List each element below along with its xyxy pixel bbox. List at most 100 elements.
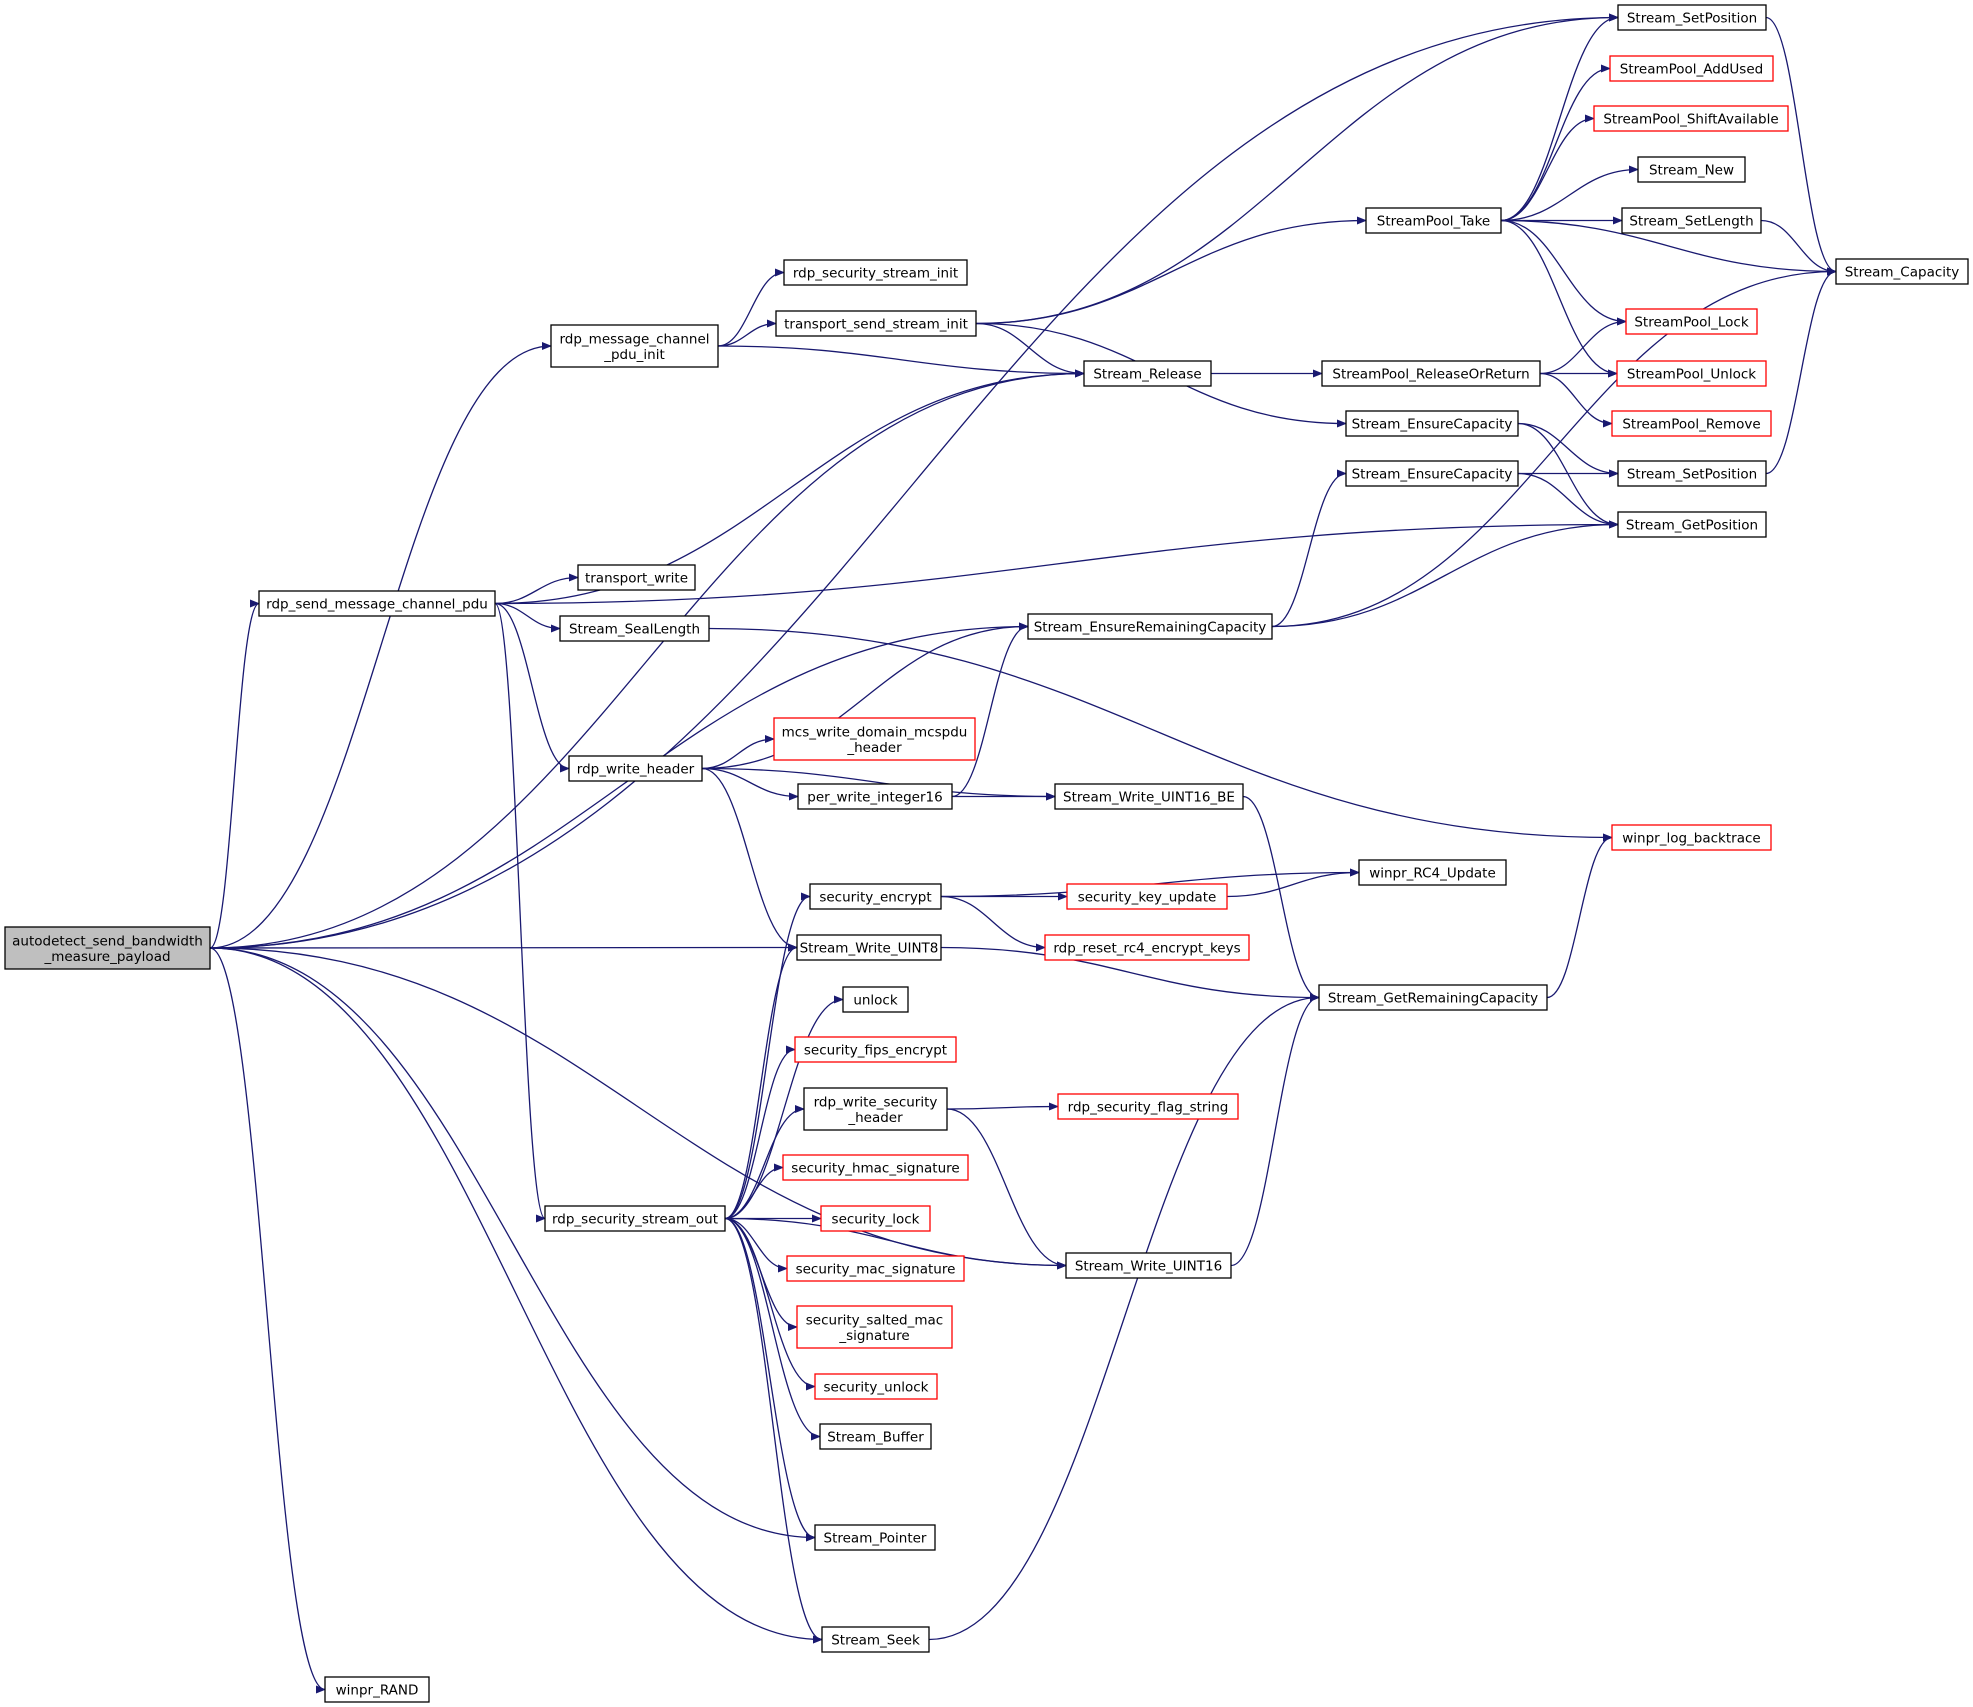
node-label: Stream_Write_UINT8 <box>800 941 939 957</box>
node-mcs_write_domain_mcspdu_header[interactable]: mcs_write_domain_mcspdu_header <box>773 717 976 761</box>
edge-Stream_SetLength-to-Stream_Capacity <box>1760 219 1837 276</box>
edge-StreamPool_Take-to-StreamPool_Unlock <box>1500 219 1618 378</box>
node-Stream_Pointer[interactable]: Stream_Pointer <box>814 1524 936 1551</box>
node-security_hmac_signature[interactable]: security_hmac_signature <box>782 1154 969 1181</box>
node-Stream_EnsureCapacity_b[interactable]: Stream_EnsureCapacity <box>1345 460 1519 487</box>
node-Stream_SetPosition_top[interactable]: Stream_SetPosition <box>1617 4 1767 31</box>
node-Stream_SealLength[interactable]: Stream_SealLength <box>559 615 710 642</box>
node-per_write_integer16[interactable]: per_write_integer16 <box>797 783 953 810</box>
node-box <box>1044 934 1250 961</box>
node-StreamPool_Take[interactable]: StreamPool_Take <box>1365 207 1502 234</box>
node-label-line: Stream_Seek <box>831 1633 920 1649</box>
node-box <box>803 1087 948 1131</box>
node-rdp_security_flag_string[interactable]: rdp_security_flag_string <box>1057 1093 1239 1120</box>
node-winpr_RC4_Update[interactable]: winpr_RC4_Update <box>1358 859 1507 886</box>
node-StreamPool_Unlock[interactable]: StreamPool_Unlock <box>1616 360 1767 387</box>
node-Stream_EnsureCapacity_a[interactable]: Stream_EnsureCapacity <box>1345 410 1519 437</box>
node-winpr_log_backtrace[interactable]: winpr_log_backtrace <box>1611 824 1772 851</box>
edge-root-to-Stream_EnsureRemainingCapacity <box>209 622 1029 949</box>
edge-rdp_send_message_channel_pdu-to-Stream_Release <box>494 369 1085 605</box>
node-StreamPool_AddUsed[interactable]: StreamPool_AddUsed <box>1609 55 1774 82</box>
node-StreamPool_ShiftAvailable[interactable]: StreamPool_ShiftAvailable <box>1593 105 1789 132</box>
edge-StreamPool_ReleaseOrReturn-to-StreamPool_Lock <box>1539 317 1627 375</box>
node-box <box>1593 105 1789 132</box>
node-label: security_lock <box>832 1212 920 1228</box>
node-label-line: Stream_SetLength <box>1629 214 1753 230</box>
edge-root-to-winpr_RAND <box>209 947 326 1694</box>
node-StreamPool_Remove[interactable]: StreamPool_Remove <box>1611 410 1772 437</box>
node-winpr_RAND[interactable]: winpr_RAND <box>324 1676 430 1703</box>
node-label-line: Stream_EnsureCapacity <box>1352 417 1513 433</box>
node-label-line: rdp_message_channel <box>559 331 709 347</box>
node-box <box>796 1305 953 1349</box>
node-Stream_SetLength[interactable]: Stream_SetLength <box>1621 207 1762 234</box>
edge-security_key_update-to-winpr_RC4_Update <box>1226 868 1360 898</box>
node-Stream_Release[interactable]: Stream_Release <box>1083 360 1212 387</box>
node-security_salted_mac_signature[interactable]: security_salted_mac_signature <box>796 1305 953 1349</box>
node-label-line: winpr_log_backtrace <box>1622 831 1760 847</box>
node-label-line: rdp_security_flag_string <box>1068 1100 1229 1116</box>
node-label: rdp_security_stream_init <box>793 266 958 282</box>
node-label-line: per_write_integer16 <box>807 790 942 806</box>
node-label: transport_send_stream_init <box>784 317 968 333</box>
edge-root-to-rdp_message_channel_pdu_init <box>209 342 552 949</box>
node-box <box>544 1205 726 1232</box>
node-label-line: security_mac_signature <box>796 1262 956 1278</box>
node-rdp_write_header[interactable]: rdp_write_header <box>568 755 703 782</box>
node-security_mac_signature[interactable]: security_mac_signature <box>786 1255 965 1282</box>
node-Stream_Seek[interactable]: Stream_Seek <box>821 1626 930 1653</box>
edge-rdp_write_security_header-to-Stream_Write_UINT16 <box>946 1108 1067 1270</box>
node-rdp_reset_rc4_encrypt_keys[interactable]: rdp_reset_rc4_encrypt_keys <box>1044 934 1250 961</box>
node-box <box>1345 410 1519 437</box>
node-box <box>1611 410 1772 437</box>
edge-rdp_security_stream_out-to-security_fips_encrypt <box>724 1045 796 1220</box>
edge-rdp_send_message_channel_pdu-to-transport_write <box>494 573 579 605</box>
node-Stream_GetPosition[interactable]: Stream_GetPosition <box>1617 511 1767 538</box>
node-label: Stream_Write_UINT16_BE <box>1063 790 1235 806</box>
node-Stream_GetRemainingCapacity[interactable]: Stream_GetRemainingCapacity <box>1318 984 1548 1011</box>
edge-StreamPool_Take-to-StreamPool_ShiftAvailable <box>1500 114 1595 222</box>
node-Stream_Write_UINT8[interactable]: Stream_Write_UINT8 <box>796 934 942 961</box>
node-StreamPool_ReleaseOrReturn[interactable]: StreamPool_ReleaseOrReturn <box>1321 360 1541 387</box>
node-rdp_message_channel_pdu_init[interactable]: rdp_message_channel_pdu_init <box>550 324 719 368</box>
node-StreamPool_Lock[interactable]: StreamPool_Lock <box>1625 308 1758 335</box>
node-security_lock[interactable]: security_lock <box>820 1205 931 1232</box>
node-Stream_Write_UINT16_BE[interactable]: Stream_Write_UINT16_BE <box>1054 783 1244 810</box>
node-Stream_New[interactable]: Stream_New <box>1637 156 1746 183</box>
node-label-line: security_lock <box>832 1212 920 1228</box>
node-root[interactable]: autodetect_send_bandwidth_measure_payloa… <box>4 926 211 970</box>
node-Stream_Capacity[interactable]: Stream_Capacity <box>1835 258 1969 285</box>
node-label-line: autodetect_send_bandwidth <box>12 933 203 949</box>
node-label-line: StreamPool_Take <box>1377 214 1490 230</box>
node-label: Stream_Buffer <box>827 1430 924 1446</box>
node-security_encrypt[interactable]: security_encrypt <box>809 883 942 910</box>
node-Stream_SetPosition_mid[interactable]: Stream_SetPosition <box>1617 460 1767 487</box>
edge-transport_send_stream_init-to-Stream_SetPosition_top <box>975 13 1619 325</box>
node-box <box>814 1524 936 1551</box>
node-rdp_security_stream_init[interactable]: rdp_security_stream_init <box>783 259 968 286</box>
node-security_key_update[interactable]: security_key_update <box>1066 883 1228 910</box>
node-rdp_send_message_channel_pdu[interactable]: rdp_send_message_channel_pdu <box>258 590 496 617</box>
node-Stream_Buffer[interactable]: Stream_Buffer <box>819 1423 932 1450</box>
node-box <box>820 1205 931 1232</box>
node-label-line: Stream_SetPosition <box>1627 467 1757 483</box>
node-label-line: mcs_write_domain_mcspdu <box>782 724 968 740</box>
node-transport_write[interactable]: transport_write <box>577 564 696 591</box>
edge-rdp_security_stream_out-to-Stream_Write_UINT8 <box>724 943 798 1220</box>
edge-rdp_write_security_header-to-rdp_security_flag_string <box>946 1102 1059 1111</box>
node-rdp_security_stream_out[interactable]: rdp_security_stream_out <box>544 1205 726 1232</box>
node-label: unlock <box>853 993 898 1009</box>
node-unlock[interactable]: unlock <box>842 986 909 1013</box>
node-Stream_Write_UINT16[interactable]: Stream_Write_UINT16 <box>1065 1252 1232 1279</box>
node-security_unlock[interactable]: security_unlock <box>814 1373 938 1400</box>
node-label-line: security_encrypt <box>819 890 931 906</box>
node-label-line: rdp_security_stream_out <box>552 1212 718 1228</box>
node-label: Stream_Write_UINT16 <box>1075 1259 1222 1275</box>
node-rdp_write_security_header[interactable]: rdp_write_security_header <box>803 1087 948 1131</box>
node-label: rdp_message_channel_pdu_init <box>559 331 709 363</box>
node-Stream_EnsureRemainingCapacity[interactable]: Stream_EnsureRemainingCapacity <box>1027 613 1273 640</box>
edge-root-to-rdp_send_message_channel_pdu <box>209 599 260 949</box>
node-security_fips_encrypt[interactable]: security_fips_encrypt <box>794 1036 957 1063</box>
edge-Stream_SetPosition_mid-to-Stream_Capacity <box>1765 267 1837 475</box>
node-transport_send_stream_init[interactable]: transport_send_stream_init <box>775 310 977 337</box>
